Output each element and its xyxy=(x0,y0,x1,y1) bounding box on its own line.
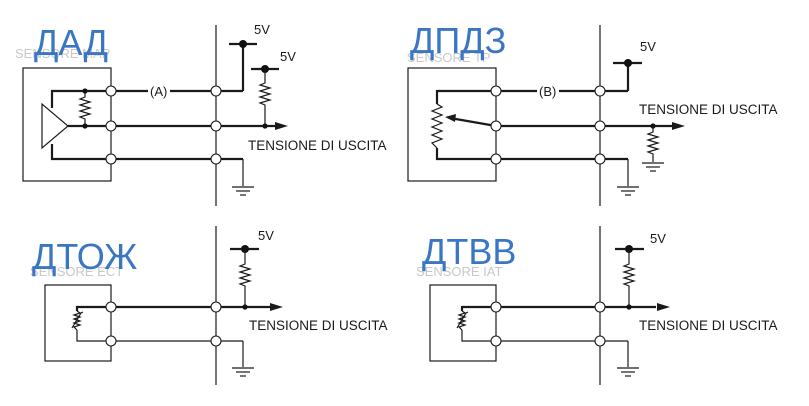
supply-label-5v: 5V xyxy=(258,228,274,243)
sensor-label-map: SENSORE MAP xyxy=(15,46,110,61)
supply-label-5v: 5V xyxy=(650,231,666,246)
terminal xyxy=(490,153,502,165)
pullup-resistor-icon xyxy=(621,249,637,307)
wire xyxy=(76,330,111,342)
junction-dot xyxy=(82,88,88,94)
terminal xyxy=(594,120,606,132)
terminal xyxy=(490,335,502,347)
wire xyxy=(435,148,496,161)
ground-icon xyxy=(232,367,254,377)
output-arrow-icon xyxy=(270,303,283,311)
title-tp: ДПДЗ xyxy=(410,20,506,61)
wire xyxy=(435,89,496,104)
wire xyxy=(50,144,111,161)
title-iat: ДТВВ xyxy=(422,231,516,272)
panel-tp: SENSORE TP ДПДЗ (B) 5V TENSIONE DI USCIT… xyxy=(407,20,778,200)
potentiometer-icon xyxy=(430,103,444,149)
sensor-label-iat: SENSORE IAT xyxy=(416,264,503,279)
sensor-box-ect xyxy=(44,284,112,362)
junction-dot xyxy=(626,304,632,310)
thermistor-icon xyxy=(456,310,469,331)
title-ect: ДТОЖ xyxy=(32,236,137,277)
wiper-arrow-icon xyxy=(445,114,456,122)
wire-label-b: (B) xyxy=(539,84,556,99)
terminal xyxy=(210,85,222,97)
terminal xyxy=(594,301,606,313)
output-arrow-icon xyxy=(657,303,670,311)
panel-iat: SENSORE IAT ДТВВ 5V TENSIONE DI USCITA xyxy=(416,200,778,385)
amplifier-icon xyxy=(41,102,69,150)
terminal xyxy=(105,120,117,132)
terminal xyxy=(490,120,502,132)
terminal xyxy=(105,153,117,165)
output-label: TENSIONE DI USCITA xyxy=(249,318,388,333)
pullup-resistor-icon xyxy=(237,249,253,307)
junction-dot xyxy=(262,123,268,129)
pullup-resistor-icon xyxy=(257,69,273,126)
wire xyxy=(75,305,111,311)
terminal xyxy=(105,85,117,97)
terminal xyxy=(105,301,117,313)
resistor-icon xyxy=(77,91,93,126)
terminal xyxy=(210,335,222,347)
junction-dot xyxy=(242,304,248,310)
output-label: TENSIONE DI USCITA xyxy=(639,102,778,117)
output-label: TENSIONE DI USCITA xyxy=(639,318,778,333)
terminal xyxy=(594,153,606,165)
title-map: ДАД xyxy=(34,22,108,63)
ground-icon xyxy=(617,186,639,196)
ground-icon xyxy=(617,367,639,377)
supply-node xyxy=(624,59,632,67)
wire-label-a: (A) xyxy=(150,84,167,99)
terminal xyxy=(594,85,606,97)
ground-icon xyxy=(232,186,254,196)
sensor-label-ect: SENSORE ECT xyxy=(30,264,123,279)
output-arrow-icon xyxy=(275,122,288,130)
terminal xyxy=(490,301,502,313)
ground-icon xyxy=(642,162,664,172)
wire xyxy=(50,89,111,108)
supply-label-5v: 5V xyxy=(254,22,270,37)
panel-map: SENSORE MAP ДАД (A) 5V 5V TENSIONE xyxy=(15,22,387,200)
thermistor-icon xyxy=(71,310,84,331)
supply-label-5v: 5V xyxy=(280,49,296,64)
terminal xyxy=(490,85,502,97)
terminal xyxy=(594,335,606,347)
output-label: TENSIONE DI USCITA xyxy=(248,138,387,153)
wire xyxy=(460,305,496,311)
terminal xyxy=(105,335,117,347)
panel-ect: SENSORE ECT ДТОЖ 5V TENSIONE DI USCITA xyxy=(30,200,388,385)
junction-dot xyxy=(82,123,88,129)
output-arrow-icon xyxy=(672,122,685,130)
supply-node xyxy=(239,40,247,48)
wire xyxy=(461,330,496,342)
supply-label-5v: 5V xyxy=(640,39,656,54)
sensor-label-tp: SENSORE TP xyxy=(407,50,491,65)
pulldown-resistor-icon xyxy=(645,126,661,162)
terminal xyxy=(210,120,222,132)
sensor-box-iat xyxy=(429,284,497,362)
wiper-wire xyxy=(449,116,497,128)
terminal xyxy=(210,301,222,313)
terminal xyxy=(210,153,222,165)
